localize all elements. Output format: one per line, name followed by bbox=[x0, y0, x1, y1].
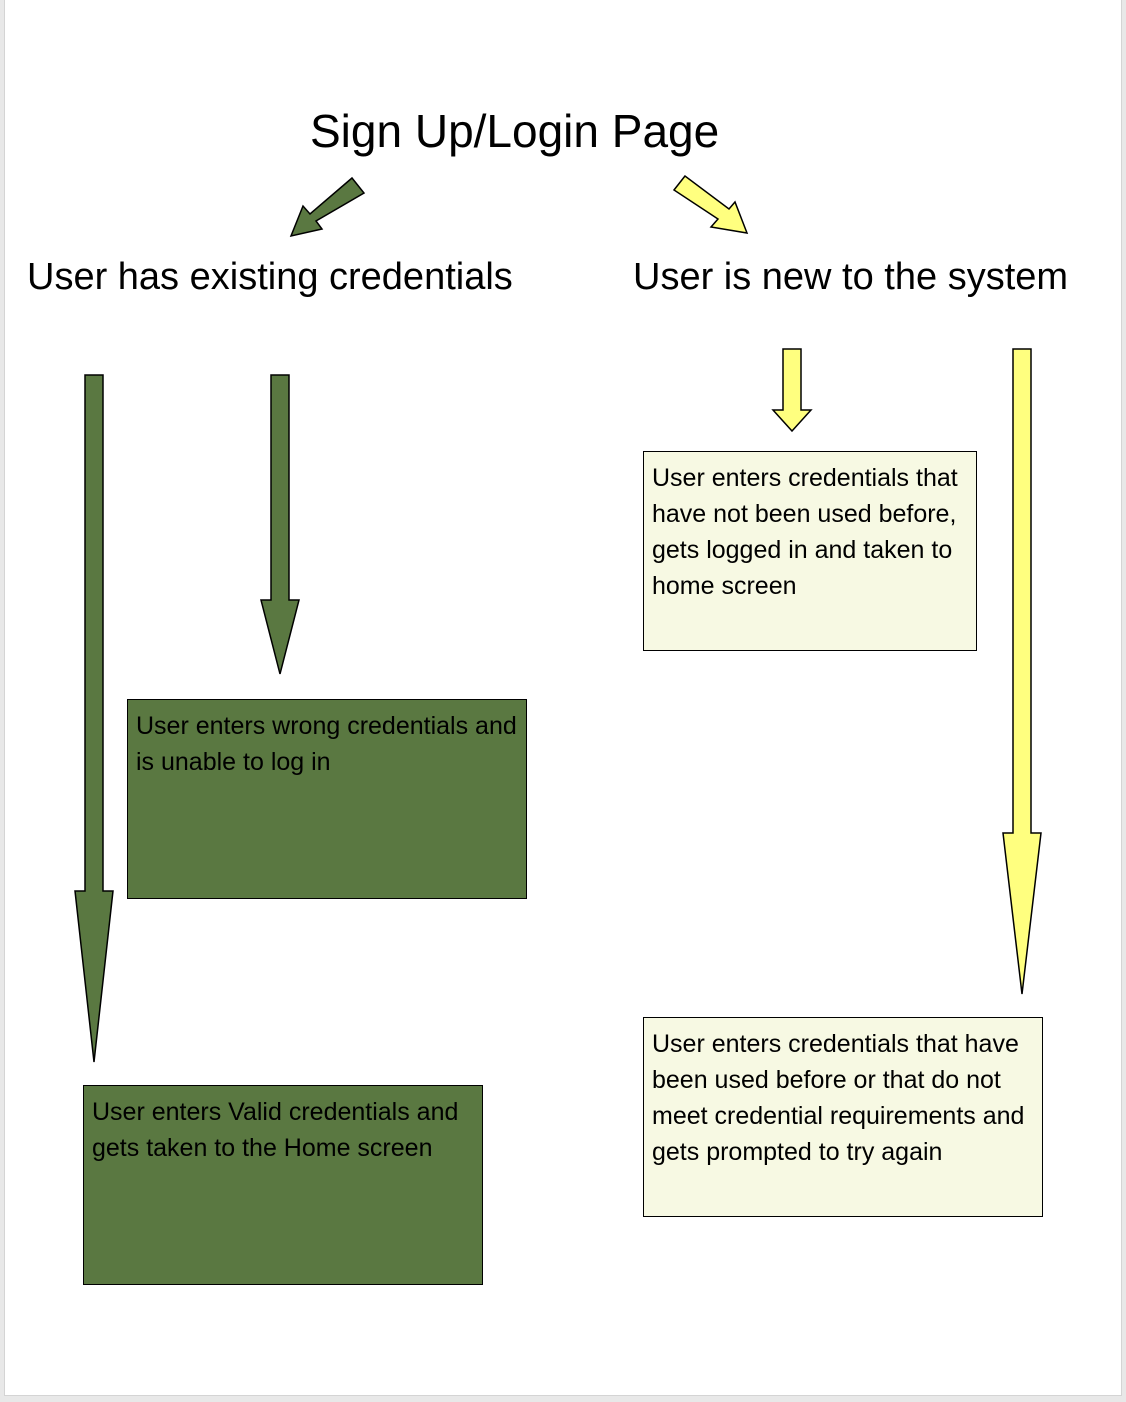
new-credentials-box: User enters credentials that have not be… bbox=[643, 451, 977, 651]
arrow-existing-to-valid bbox=[74, 374, 114, 1063]
arrow-new-to-success bbox=[771, 348, 813, 433]
branch-new-label: User is new to the system bbox=[633, 256, 1069, 298]
diagram-title: Sign Up/Login Page bbox=[310, 105, 720, 157]
wrong-credentials-text: User enters wrong credentials and is una… bbox=[136, 712, 517, 776]
arrow-new-to-retry bbox=[1002, 348, 1042, 995]
wrong-credentials-box: User enters wrong credentials and is una… bbox=[127, 699, 527, 899]
arrow-title-to-new bbox=[672, 174, 749, 234]
retry-text: User enters credentials that have been u… bbox=[652, 1030, 1025, 1166]
new-credentials-text: User enters credentials that have not be… bbox=[652, 464, 958, 600]
valid-credentials-text: User enters Valid credentials and gets t… bbox=[92, 1098, 459, 1162]
branch-existing-label: User has existing credentials bbox=[27, 256, 513, 298]
arrow-title-to-existing bbox=[289, 176, 366, 238]
valid-credentials-box: User enters Valid credentials and gets t… bbox=[83, 1085, 483, 1285]
arrow-existing-to-wrong bbox=[260, 374, 300, 675]
retry-box: User enters credentials that have been u… bbox=[643, 1017, 1043, 1217]
